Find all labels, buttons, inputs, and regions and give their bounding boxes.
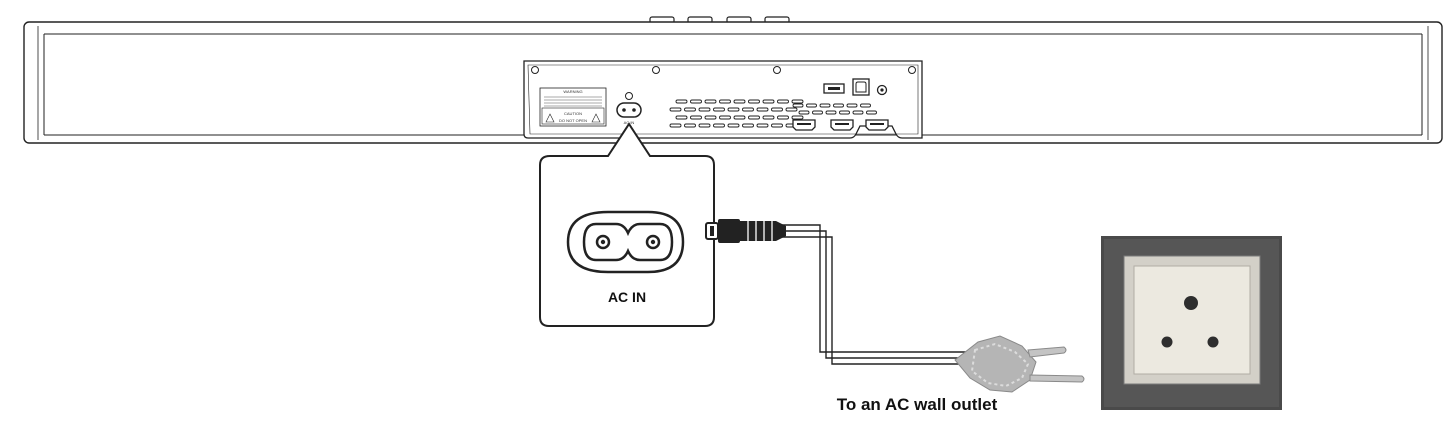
vent-slot (684, 123, 696, 128)
figure-8-connector (705, 219, 786, 243)
vent-slot (727, 123, 740, 128)
vent-slot (713, 123, 725, 128)
panel-screws (531, 66, 916, 74)
vent-slot (756, 107, 769, 112)
cable-wire (782, 224, 985, 353)
vent-slot (819, 103, 831, 108)
screw (531, 66, 539, 74)
vent-grille (669, 99, 877, 128)
vent-slot (704, 115, 717, 120)
cable-wire (782, 230, 985, 359)
vent-slot (698, 123, 711, 128)
vent-slot (812, 110, 823, 115)
outlet-earth-hole (1184, 296, 1198, 310)
vent-slot (791, 99, 804, 104)
vent-slot (833, 103, 844, 108)
vent-slot (748, 99, 760, 104)
vent-slot (777, 115, 789, 120)
ac-in-indicator (625, 92, 633, 100)
wall-outlet-face (1133, 265, 1251, 375)
vent-slot (719, 99, 731, 104)
vent-slot (792, 103, 804, 108)
wall-outlet (1101, 236, 1282, 410)
vent-slot (839, 110, 850, 115)
vent-slot (771, 123, 783, 128)
vent-slot (771, 107, 783, 112)
vent-slot (825, 110, 837, 115)
vent-slot (762, 99, 775, 104)
rear-ports (823, 78, 888, 96)
vent-slot (684, 107, 696, 112)
vent-slot (690, 115, 702, 120)
vent-slot (798, 110, 810, 115)
vent-slot (762, 115, 775, 120)
rear-panel-inner (527, 64, 919, 135)
wall-outlet-label: To an AC wall outlet (837, 395, 998, 414)
vent-slot (690, 99, 702, 104)
soundbar: WARNING CAUTION DO NOT OPEN AC IN (23, 16, 1443, 144)
vent-slot (748, 115, 760, 120)
warning-label: WARNING CAUTION DO NOT OPEN (539, 87, 607, 127)
connector-head (718, 219, 740, 243)
cable-wire (782, 236, 985, 365)
ac-in-socket-inner (582, 222, 674, 262)
hdmi-ports (792, 119, 889, 131)
optical-port (852, 78, 870, 96)
warning-label-do-not-open: DO NOT OPEN (559, 118, 587, 123)
vent-slot (866, 110, 877, 115)
vent-slot (860, 103, 871, 108)
power-cable (705, 219, 1085, 393)
vent-slot (698, 107, 711, 112)
warning-triangle-icon (591, 113, 601, 123)
vent-slot (785, 107, 798, 112)
vent-slot (719, 115, 731, 120)
warning-label-heading: WARNING (563, 89, 582, 94)
vent-slot (742, 123, 754, 128)
vent-slot (675, 99, 688, 104)
vent-slot (806, 103, 817, 108)
vent-slot (742, 107, 754, 112)
warning-triangle-icon (545, 113, 555, 123)
plug-prong (1029, 374, 1085, 383)
vent-slot (704, 99, 717, 104)
screw (908, 66, 916, 74)
vent-slot (733, 99, 746, 104)
ac-in-callout: AC IN (539, 122, 715, 327)
vent-slot (733, 115, 746, 120)
vent-slot (777, 99, 789, 104)
vent-slot (727, 107, 740, 112)
rear-panel (523, 60, 923, 139)
vent-slot (669, 123, 682, 128)
vent-slot (669, 107, 682, 112)
outlet-neutral-hole (1207, 336, 1219, 348)
screw (773, 66, 781, 74)
vent-slot (852, 110, 864, 115)
ac-in-label: AC IN (608, 289, 646, 305)
vent-slot (756, 123, 769, 128)
ac-in-socket-small (616, 102, 642, 118)
vent-slot (713, 107, 725, 112)
screw (652, 66, 660, 74)
vent-slot (846, 103, 858, 108)
ac-in-socket-large (566, 210, 685, 274)
vent-slot (675, 115, 688, 120)
wall-plug (954, 335, 1085, 393)
connector-boot (740, 221, 786, 241)
vent-slot (791, 115, 804, 120)
plug-prong (1027, 346, 1067, 358)
outlet-live-hole (1161, 336, 1173, 348)
warning-label-caution: CAUTION (564, 111, 582, 116)
